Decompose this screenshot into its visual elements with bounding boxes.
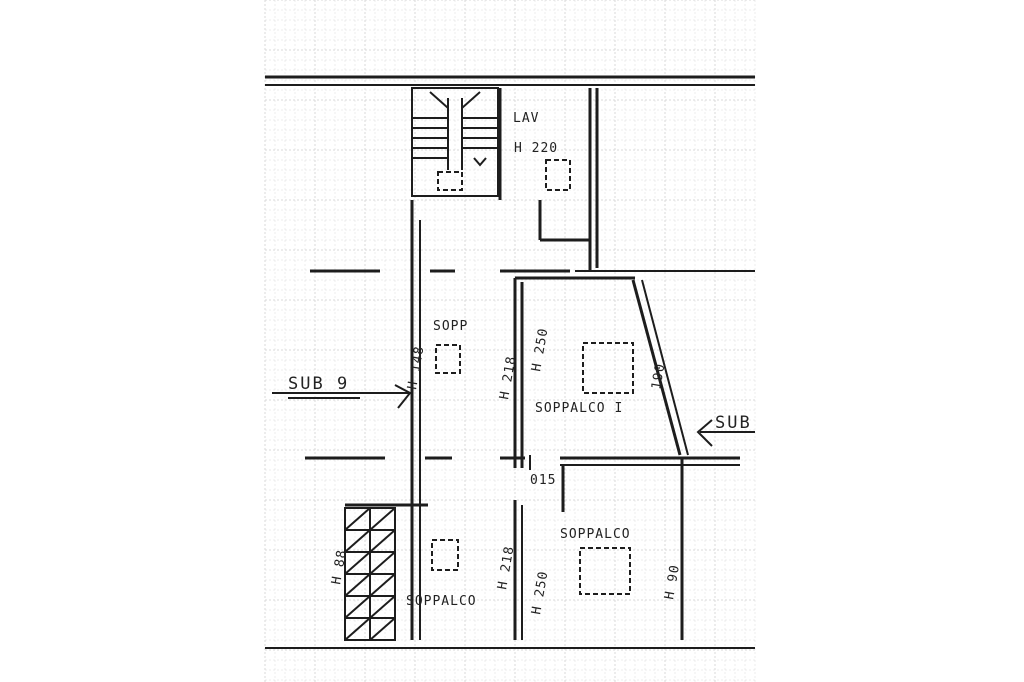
hatched-stair-icon <box>344 507 396 641</box>
soppalco-left-label: SOPPALCO <box>406 594 477 609</box>
h-015-label: 015 <box>530 473 556 488</box>
sub-right-label: SUB <box>715 413 752 433</box>
walls <box>265 75 755 640</box>
h-90-label: H 90 <box>662 563 683 600</box>
h-88-label: H 88 <box>329 548 350 585</box>
soppalco-right-label: SOPPALCO <box>560 527 631 542</box>
lav-label: LAV <box>513 111 539 126</box>
h-190-label: 190 <box>649 362 668 391</box>
sub-arrows <box>272 384 755 447</box>
graph-paper-grid <box>264 0 757 682</box>
stair-icon <box>412 91 498 170</box>
dashed-squares <box>431 159 634 595</box>
sopp-label: SOPP <box>433 319 468 334</box>
soppalco-1-label: SOPPALCO I <box>535 401 623 416</box>
lav-height-label: H 220 <box>514 141 558 156</box>
sub-9-label: SUB 9 <box>288 374 349 394</box>
